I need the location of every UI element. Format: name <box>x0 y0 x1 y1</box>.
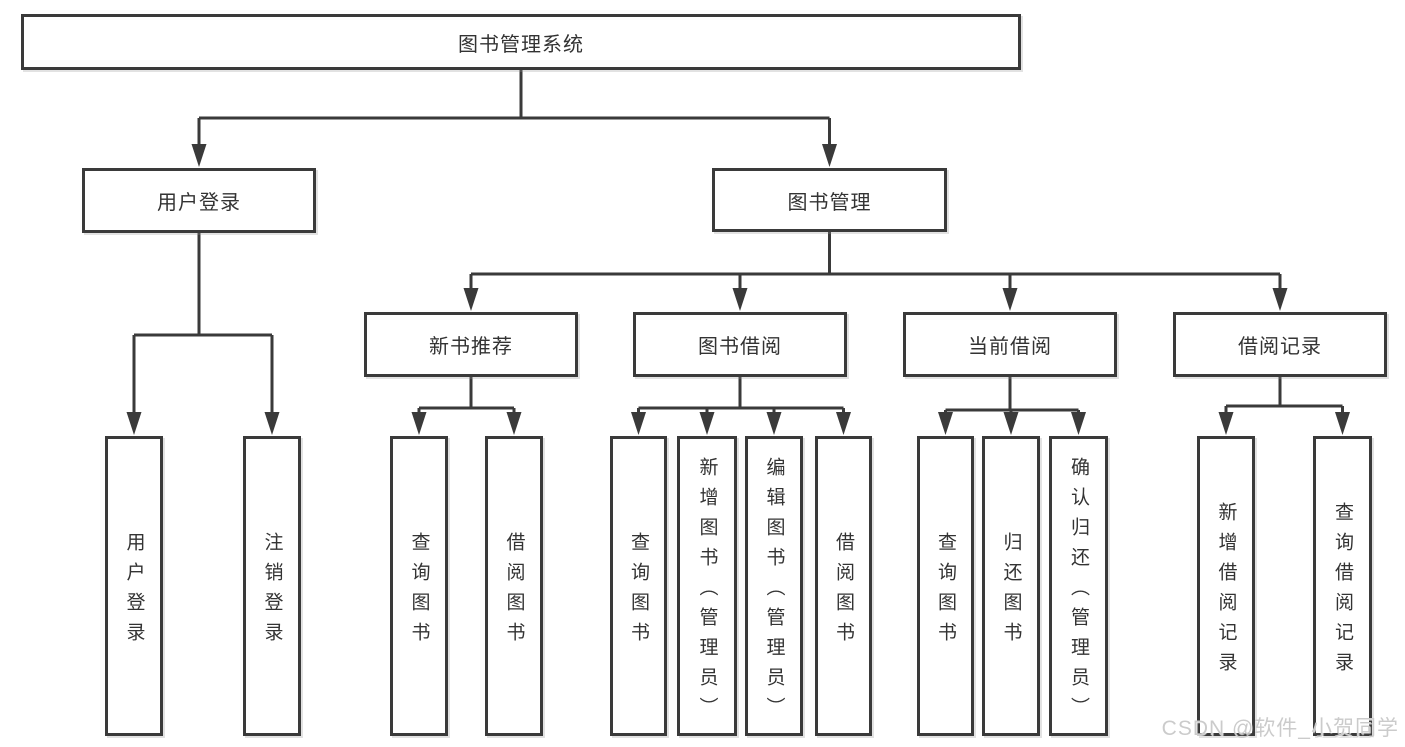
arrowhead-down-icon <box>836 412 851 435</box>
arrowhead-down-icon <box>126 412 142 435</box>
node-add-borrow-record: 新增借阅记录 <box>1197 436 1255 736</box>
arrowhead-down-icon <box>411 412 427 435</box>
node-query-books-rec: 查询图书 <box>390 436 448 736</box>
node-label: 新增借阅记录 <box>1215 501 1237 682</box>
node-label: 图书管理系统 <box>458 33 584 56</box>
node-label: 查询图书 <box>628 531 649 652</box>
watermark: CSDN @软件_小贺同学 <box>1161 717 1399 740</box>
node-label: 图书管理 <box>787 191 872 214</box>
node-label: 新书推荐 <box>429 336 513 358</box>
arrowhead-down-icon <box>732 288 748 311</box>
arrowhead-down-icon <box>1071 412 1086 435</box>
node-login: 用户登录 <box>105 436 163 736</box>
node-return-books: 归还图书 <box>982 436 1040 736</box>
node-query-borrow-record: 查询借阅记录 <box>1313 436 1372 736</box>
node-query-books-borrow: 查询图书 <box>610 436 667 736</box>
node-current-borrow: 当前借阅 <box>903 312 1117 377</box>
node-label: 当前借阅 <box>968 336 1052 358</box>
arrowhead-down-icon <box>699 412 715 435</box>
node-label: 新增图书（管理员） <box>696 456 718 727</box>
arrowhead-down-icon <box>1335 412 1350 435</box>
node-label: 用户登录 <box>123 531 145 652</box>
node-borrow-records: 借阅记录 <box>1173 312 1387 377</box>
node-book-mgmt: 图书管理 <box>712 168 947 232</box>
arrowhead-down-icon <box>463 288 479 311</box>
node-confirm-return-admin: 确认归还（管理员） <box>1049 436 1108 736</box>
node-edit-books-admin: 编辑图书（管理员） <box>745 436 803 736</box>
node-label: 确认归还（管理员） <box>1068 456 1089 727</box>
node-label: 查询图书 <box>408 531 430 652</box>
arrowhead-down-icon <box>938 412 953 435</box>
node-label: 用户登录 <box>157 192 241 214</box>
node-label: 查询图书 <box>935 531 956 652</box>
arrowhead-down-icon <box>191 144 207 167</box>
node-add-books-admin: 新增图书（管理员） <box>677 436 737 736</box>
arrowhead-down-icon <box>1003 412 1019 435</box>
node-root: 图书管理系统 <box>21 14 1021 70</box>
node-book-borrow: 图书借阅 <box>633 312 847 377</box>
arrowhead-down-icon <box>822 144 837 167</box>
node-label: 借阅图书 <box>503 531 525 652</box>
arrowhead-down-icon <box>1218 412 1234 435</box>
node-label: 借阅图书 <box>833 531 854 652</box>
node-new-book-rec: 新书推荐 <box>364 312 578 377</box>
arrowhead-down-icon <box>1272 288 1288 311</box>
node-label: 注销登录 <box>261 531 283 652</box>
node-label: 图书借阅 <box>698 336 782 358</box>
node-query-books-current: 查询图书 <box>917 436 974 736</box>
node-user-login: 用户登录 <box>82 168 316 233</box>
node-label: 借阅记录 <box>1238 336 1322 358</box>
node-borrow-books-rec: 借阅图书 <box>485 436 543 736</box>
arrowhead-down-icon <box>766 412 782 435</box>
arrowhead-down-icon <box>1002 288 1018 311</box>
node-logout: 注销登录 <box>243 436 301 736</box>
arrowhead-down-icon <box>506 412 522 435</box>
arrowhead-down-icon <box>264 412 280 435</box>
node-borrow-books: 借阅图书 <box>815 436 872 736</box>
arrowhead-down-icon <box>631 412 646 435</box>
node-label: 查询借阅记录 <box>1332 501 1353 682</box>
node-label: 归还图书 <box>1000 531 1022 652</box>
node-label: 编辑图书（管理员） <box>763 456 785 727</box>
